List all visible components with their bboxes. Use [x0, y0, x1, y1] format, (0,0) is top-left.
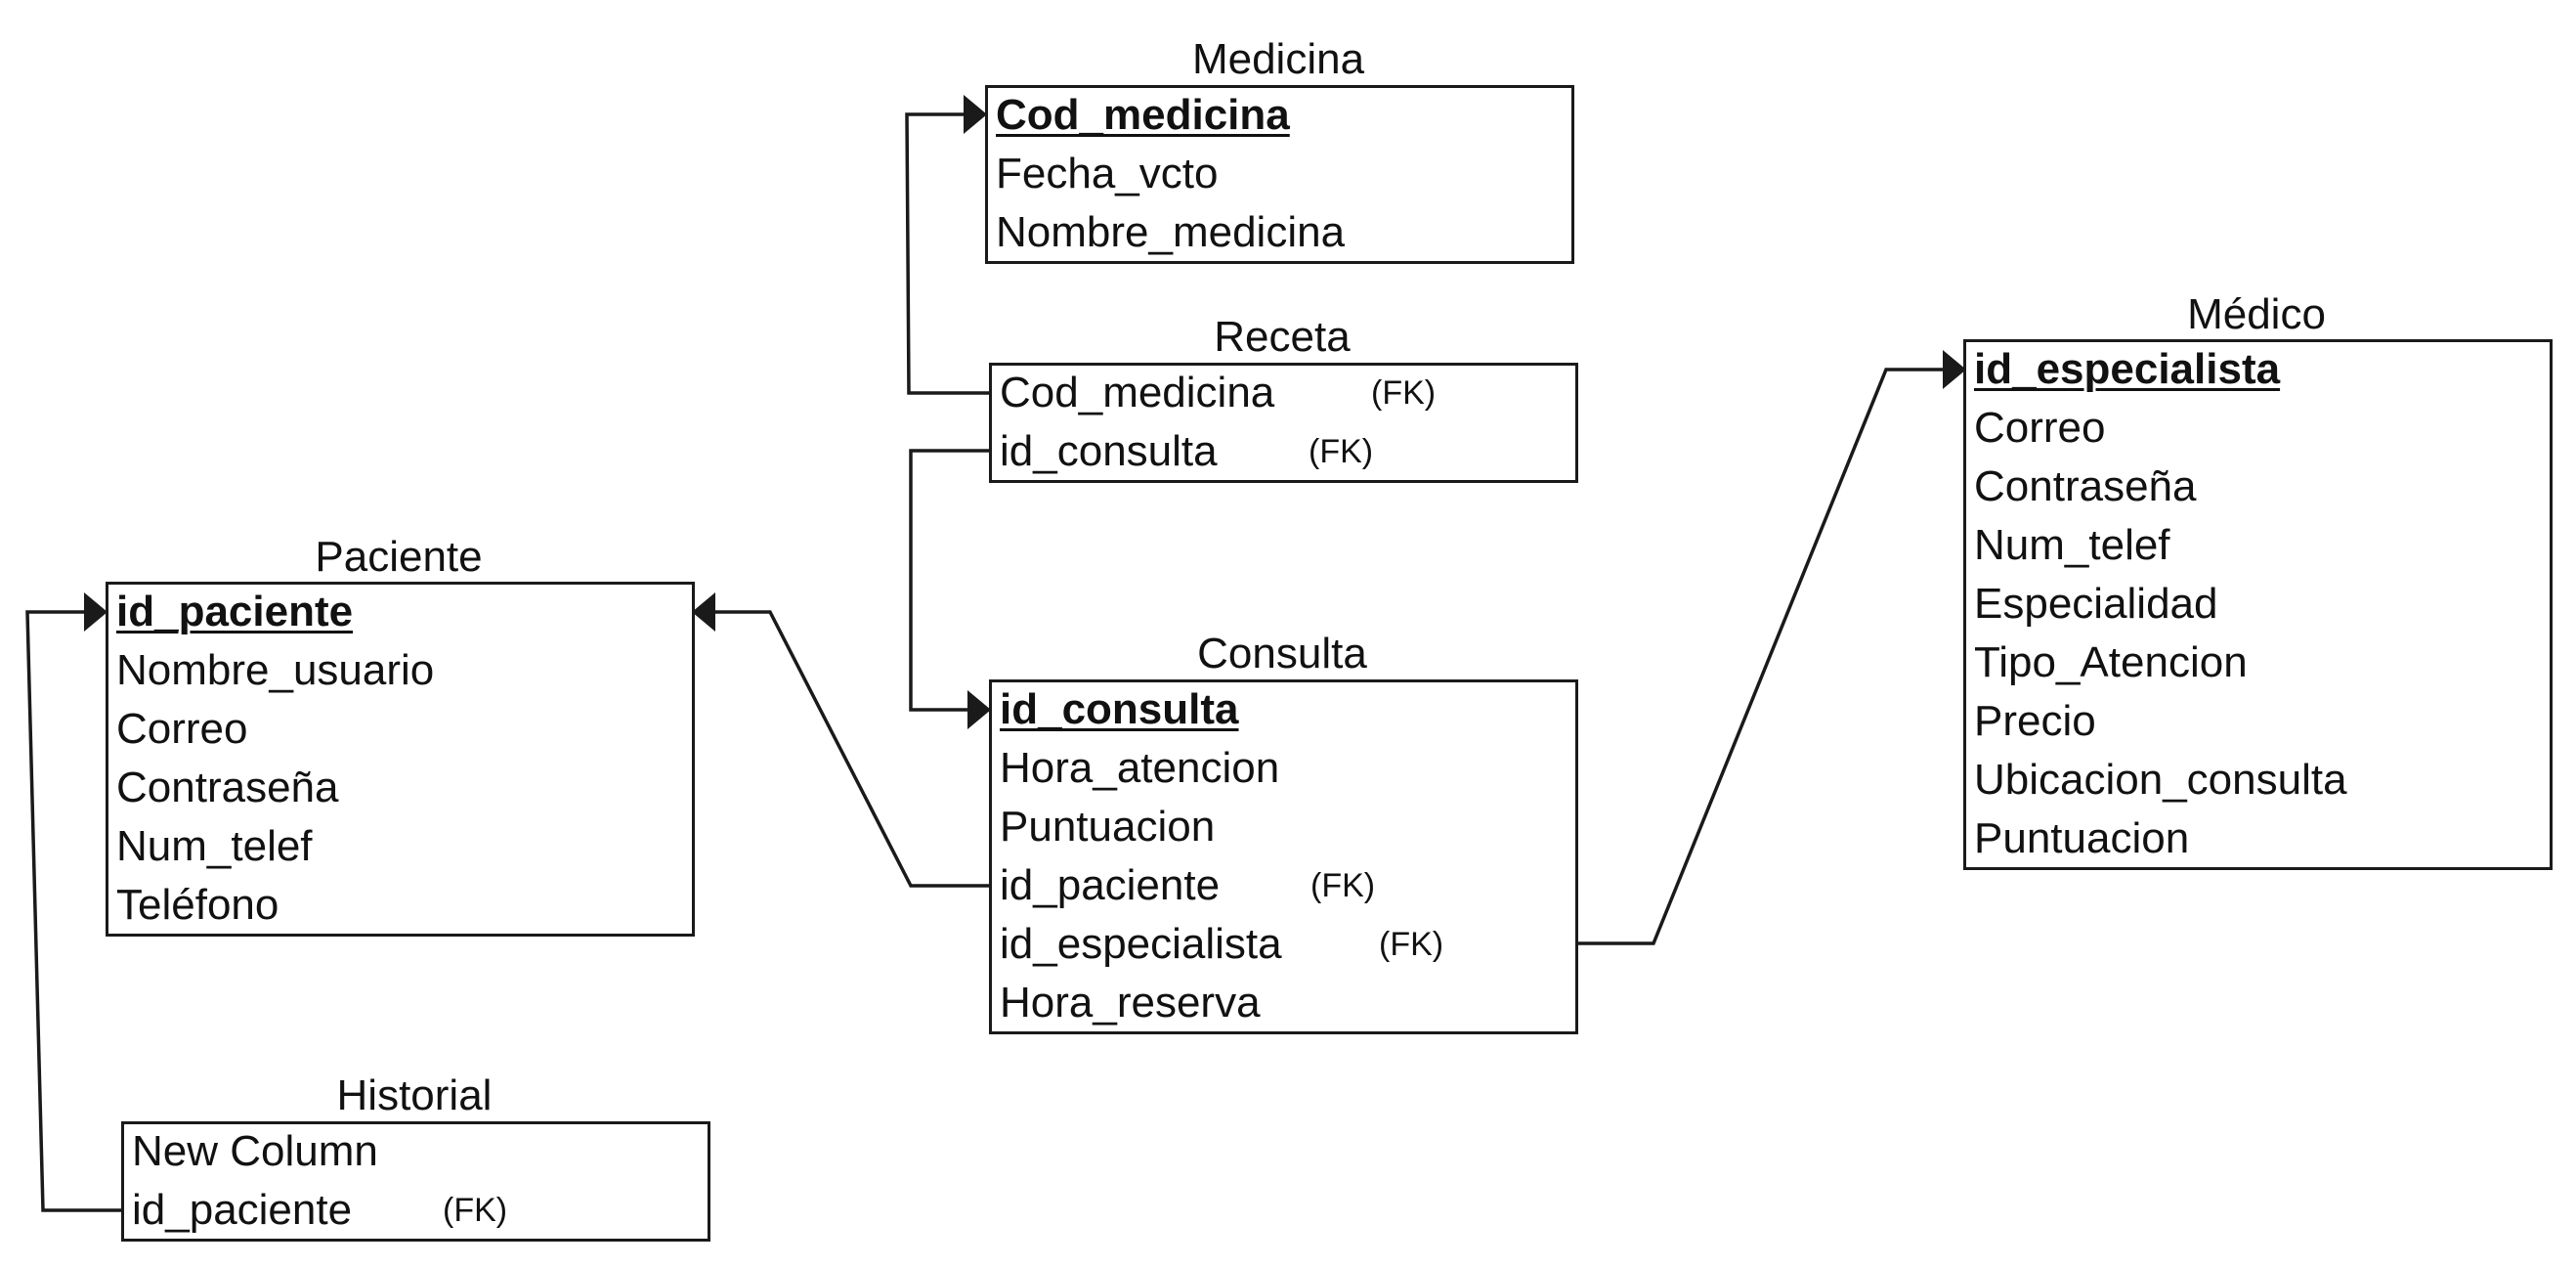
- entity-historial[interactable]: New Column id_paciente (FK): [121, 1121, 710, 1242]
- field-id-paciente: id_paciente: [132, 1186, 353, 1234]
- fk-marker: (FK): [1310, 867, 1376, 904]
- arrow-head-paciente-left: [84, 592, 107, 632]
- field-hora-atencion: Hora_atencion: [1000, 744, 1280, 792]
- field-puntuacion: Puntuacion: [1974, 814, 2190, 862]
- field-nombre-usuario: Nombre_usuario: [116, 646, 435, 694]
- link-historial-paciente: [25, 610, 121, 1212]
- link-consulta-paciente: [713, 610, 989, 888]
- field-puntuacion: Puntuacion: [1000, 803, 1216, 851]
- field-id-consulta: id_consulta: [1000, 685, 1239, 733]
- entity-title-medicina: Medicina: [1191, 35, 1365, 83]
- field-num-telef: Num_telef: [1974, 521, 2170, 569]
- field-hora-reserva: Hora_reserva: [1000, 979, 1261, 1027]
- link-receta-medicina: [905, 112, 989, 395]
- entity-medicina[interactable]: Cod_medicina Fecha_vcto Nombre_medicina: [985, 85, 1574, 264]
- field-especialidad: Especialidad: [1974, 580, 2218, 628]
- entity-title-paciente: Paciente: [315, 533, 483, 581]
- field-id-especialista: id_especialista: [1000, 920, 1282, 968]
- field-cod-medicina: Cod_medicina: [1000, 369, 1275, 416]
- field-telefono: Teléfono: [116, 881, 279, 929]
- entity-title-historial: Historial: [336, 1071, 493, 1119]
- link-consulta-medico: [1577, 368, 1947, 945]
- field-fecha-vcto: Fecha_vcto: [996, 150, 1219, 197]
- arrow-head-medicina: [964, 95, 987, 134]
- field-id-paciente: id_paciente: [1000, 861, 1221, 909]
- field-new-column: New Column: [132, 1127, 378, 1175]
- field-nombre-medicina: Nombre_medicina: [996, 208, 1346, 256]
- field-correo: Correo: [1974, 404, 2106, 452]
- arrow-head-medico: [1943, 350, 1966, 389]
- entity-title-medico: Médico: [2187, 290, 2326, 338]
- link-receta-consulta: [909, 449, 989, 712]
- entity-consulta[interactable]: id_consulta Hora_atencion Puntuacion id_…: [989, 679, 1578, 1034]
- fk-marker: (FK): [1379, 926, 1444, 963]
- field-tipo-atencion: Tipo_Atencion: [1974, 638, 2248, 686]
- arrow-head-paciente-right: [692, 592, 715, 632]
- field-id-consulta: id_consulta: [1000, 427, 1218, 475]
- entity-medico[interactable]: id_especialista Correo Contraseña Num_te…: [1963, 339, 2553, 870]
- field-ubicacion-consulta: Ubicacion_consulta: [1974, 756, 2347, 804]
- entity-title-receta: Receta: [1214, 313, 1351, 361]
- fk-marker: (FK): [443, 1192, 508, 1229]
- field-cod-medicina: Cod_medicina: [996, 91, 1290, 139]
- arrow-head-consulta: [967, 690, 991, 729]
- field-num-telef: Num_telef: [116, 822, 313, 870]
- field-precio: Precio: [1974, 697, 2096, 745]
- entity-paciente[interactable]: id_paciente Nombre_usuario Correo Contra…: [106, 582, 695, 937]
- fk-marker: (FK): [1309, 433, 1374, 470]
- field-correo: Correo: [116, 705, 248, 753]
- field-id-paciente: id_paciente: [116, 588, 354, 635]
- entity-title-consulta: Consulta: [1197, 630, 1367, 677]
- fk-marker: (FK): [1371, 374, 1437, 412]
- field-contrasena: Contraseña: [1974, 462, 2197, 510]
- field-contrasena: Contraseña: [116, 764, 339, 811]
- entity-receta[interactable]: Cod_medicina (FK) id_consulta (FK): [989, 363, 1578, 483]
- field-id-especialista: id_especialista: [1974, 345, 2281, 393]
